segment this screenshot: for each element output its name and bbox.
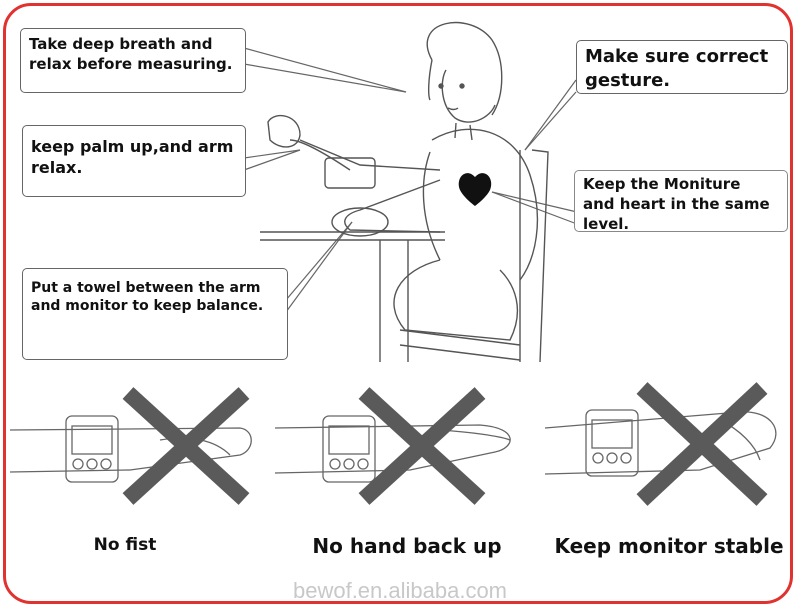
wrist-fist-drawing bbox=[9, 415, 252, 483]
towel-leader-line bbox=[285, 221, 353, 301]
level-leader-line bbox=[491, 191, 578, 213]
callout-level: Keep the Moniture and heart in the same … bbox=[574, 170, 788, 233]
callout-towel: Put a towel between the arm and monitor … bbox=[22, 268, 288, 360]
caption-no-hand-back-up: No hand back up bbox=[312, 534, 502, 558]
caption-keep-monitor-stable: Keep monitor stable bbox=[554, 534, 784, 558]
cross-mark-icon bbox=[358, 387, 486, 505]
red-rounded-frame bbox=[3, 3, 793, 604]
woman-figure bbox=[260, 21, 549, 363]
callout-breath: Take deep breath and relax before measur… bbox=[20, 28, 246, 93]
gesture-leader-line bbox=[524, 79, 577, 151]
callout-gesture: Make sure correct gesture. bbox=[576, 40, 788, 94]
watermark-text: bewof.en.alibaba.com bbox=[292, 578, 508, 603]
palm-leader-line bbox=[243, 149, 301, 159]
wrist-unstable-drawing bbox=[544, 409, 777, 477]
callout-palm: keep palm up,and arm relax. bbox=[22, 125, 246, 197]
cross-mark-icon bbox=[122, 387, 250, 505]
caption-no-fist: No fist bbox=[93, 535, 157, 555]
breath-leader-line bbox=[243, 47, 407, 93]
heart-icon bbox=[458, 173, 492, 206]
cross-mark-icon bbox=[636, 382, 768, 506]
